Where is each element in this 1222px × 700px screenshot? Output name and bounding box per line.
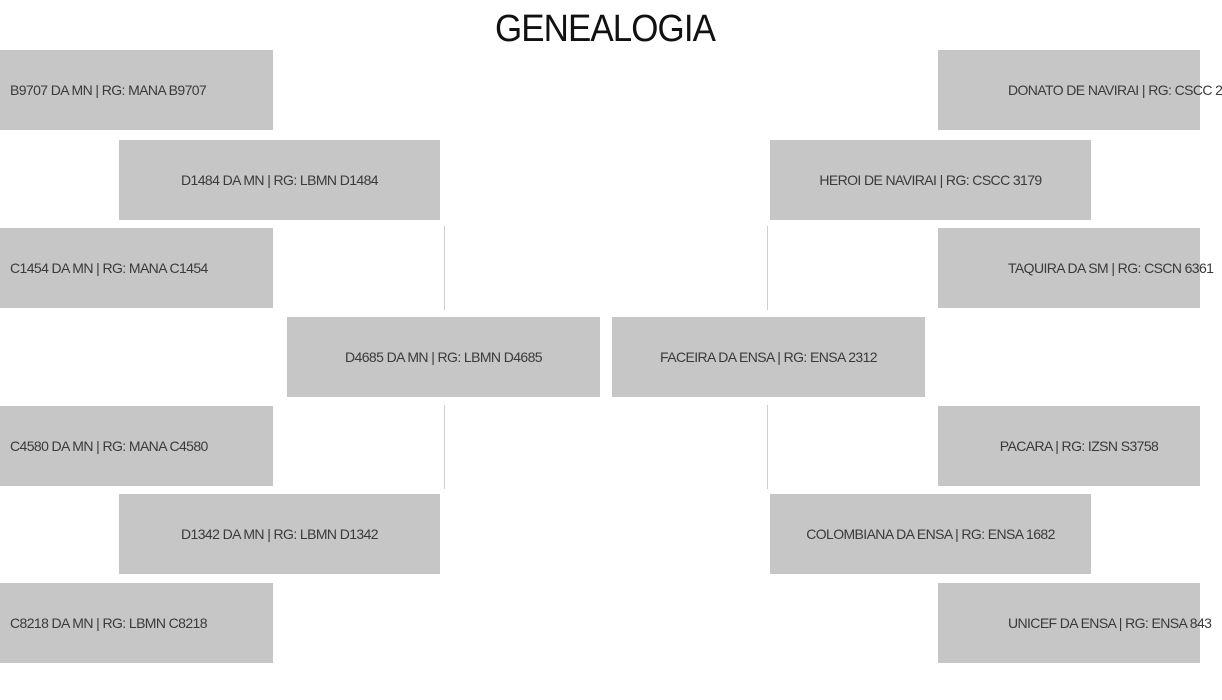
pedigree-label: HEROI DE NAVIRAI | RG: CSCC 3179 bbox=[819, 172, 1042, 188]
pedigree-label: D4685 DA MN | RG: LBMN D4685 bbox=[345, 349, 543, 365]
pedigree-label: D1484 DA MN | RG: LBMN D1484 bbox=[181, 172, 379, 188]
sire-box: D4685 DA MN | RG: LBMN D4685 bbox=[287, 317, 600, 397]
connector-line bbox=[767, 226, 768, 310]
connector-line bbox=[444, 226, 445, 310]
page-title: GENEALOGIA bbox=[494, 8, 716, 50]
pedigree-label: B9707 DA MN | RG: MANA B9707 bbox=[10, 82, 207, 98]
sire-ggp-box-4: C8218 DA MN | RG: LBMN C8218 bbox=[0, 583, 273, 663]
sire-ggp-box-2: C1454 DA MN | RG: MANA C1454 bbox=[0, 228, 273, 308]
pedigree-label: C1454 DA MN | RG: MANA C1454 bbox=[10, 260, 208, 276]
pedigree-label: C4580 DA MN | RG: MANA C4580 bbox=[10, 438, 208, 454]
dam-ggp-box-3: PACARA | RG: IZSN S3758 bbox=[938, 406, 1200, 486]
connector-line bbox=[444, 405, 445, 489]
pedigree-label: D1342 DA MN | RG: LBMN D1342 bbox=[181, 526, 379, 542]
paternal-granddam-box: D1342 DA MN | RG: LBMN D1342 bbox=[119, 494, 440, 574]
pedigree-label: COLOMBIANA DA ENSA | RG: ENSA 1682 bbox=[806, 526, 1055, 542]
connector-line bbox=[767, 405, 768, 489]
dam-ggp-box-2: TAQUIRA DA SM | RG: CSCN 6361 bbox=[938, 228, 1214, 308]
pedigree-label: TAQUIRA DA SM | RG: CSCN 6361 bbox=[1008, 260, 1214, 276]
maternal-grandsire-box: HEROI DE NAVIRAI | RG: CSCC 3179 bbox=[770, 140, 1091, 220]
dam-ggp-box-4: UNICEF DA ENSA | RG: ENSA 843 bbox=[938, 583, 1212, 663]
pedigree-label: PACARA | RG: IZSN S3758 bbox=[999, 438, 1159, 454]
pedigree-label: FACEIRA DA ENSA | RG: ENSA 2312 bbox=[660, 349, 878, 365]
dam-box: FACEIRA DA ENSA | RG: ENSA 2312 bbox=[612, 317, 925, 397]
paternal-grandsire-box: D1484 DA MN | RG: LBMN D1484 bbox=[119, 140, 440, 220]
dam-ggp-box-1: DONATO DE NAVIRAI | RG: CSCC 2 bbox=[938, 50, 1222, 130]
sire-ggp-box-3: C4580 DA MN | RG: MANA C4580 bbox=[0, 406, 273, 486]
pedigree-label: DONATO DE NAVIRAI | RG: CSCC 2 bbox=[1008, 82, 1222, 98]
sire-ggp-box-1: B9707 DA MN | RG: MANA B9707 bbox=[0, 50, 273, 130]
pedigree-label: C8218 DA MN | RG: LBMN C8218 bbox=[10, 615, 208, 631]
maternal-granddam-box: COLOMBIANA DA ENSA | RG: ENSA 1682 bbox=[770, 494, 1091, 574]
pedigree-label: UNICEF DA ENSA | RG: ENSA 843 bbox=[1008, 615, 1212, 631]
